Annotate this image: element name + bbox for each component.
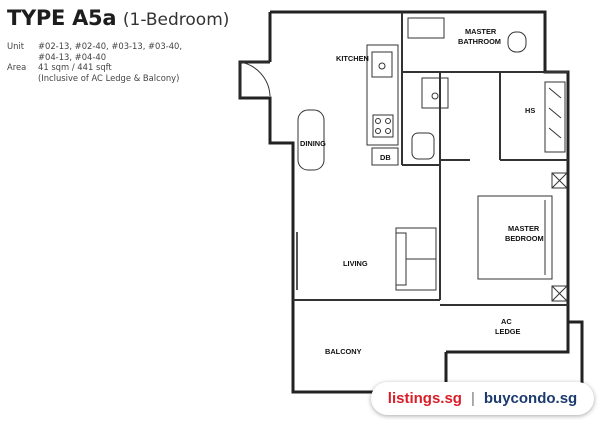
sink-icon <box>371 51 393 78</box>
hs-shelving <box>544 81 566 153</box>
toilet-icon <box>507 31 527 53</box>
main-door <box>239 61 271 98</box>
label-living: LIVING <box>343 259 368 268</box>
unit-label: Unit <box>7 41 25 51</box>
type-label: TYPE A5a <box>7 6 117 30</box>
sofa <box>395 227 437 291</box>
west-wall <box>238 60 448 394</box>
unit-numbers-line2: #04-13, #04-40 <box>38 51 107 62</box>
area-note: (Inclusive of AC Ledge & Balcony) <box>38 72 180 83</box>
east-north-wall <box>270 10 570 322</box>
label-master-bath-2: BATHROOM <box>458 37 501 46</box>
label-dining: DINING <box>300 139 326 148</box>
brand-buycondo: buycondo.sg <box>483 390 578 407</box>
washer-icon <box>411 132 435 160</box>
unit-info: Unit #02-13, #02-40, #03-13, #03-40, #04… <box>7 41 237 83</box>
hob-icon <box>372 114 394 138</box>
area-label: Area <box>7 62 27 73</box>
brand-listings: listings.sg <box>387 390 462 407</box>
header-block: TYPE A5a (1-Bedroom) Unit #02-13, #02-40… <box>7 6 237 83</box>
area-value: 41 sqm / 441 sqft <box>38 62 112 73</box>
brand-separator: | <box>470 390 475 407</box>
label-ac-ledge-1: AC <box>501 317 512 326</box>
label-kitchen: KITCHEN <box>336 54 369 63</box>
outer-walls <box>238 10 584 394</box>
db-box <box>371 147 399 166</box>
basin-icon <box>421 77 449 109</box>
label-db: DB <box>380 153 391 162</box>
label-master-bed-1: MASTER <box>508 224 540 233</box>
interior-walls <box>293 12 568 306</box>
label-hs: HS <box>525 106 535 115</box>
label-balcony: BALCONY <box>325 347 362 356</box>
bed <box>477 172 568 302</box>
label-ac-ledge-2: LEDGE <box>495 327 521 336</box>
dining-set <box>297 109 325 171</box>
label-master-bed-2: BEDROOM <box>505 234 544 243</box>
watermark-badge: listings.sg | buycondo.sg <box>371 382 594 415</box>
bedroom-subtitle: (1-Bedroom) <box>122 10 230 30</box>
label-master-bath-1: MASTER <box>465 27 497 36</box>
unit-type-title: TYPE A5a (1-Bedroom) <box>7 6 237 32</box>
unit-numbers-line1: #02-13, #02-40, #03-13, #03-40, <box>38 41 183 51</box>
kitchen-counter <box>366 44 399 166</box>
bathroom-fixtures <box>407 17 527 160</box>
